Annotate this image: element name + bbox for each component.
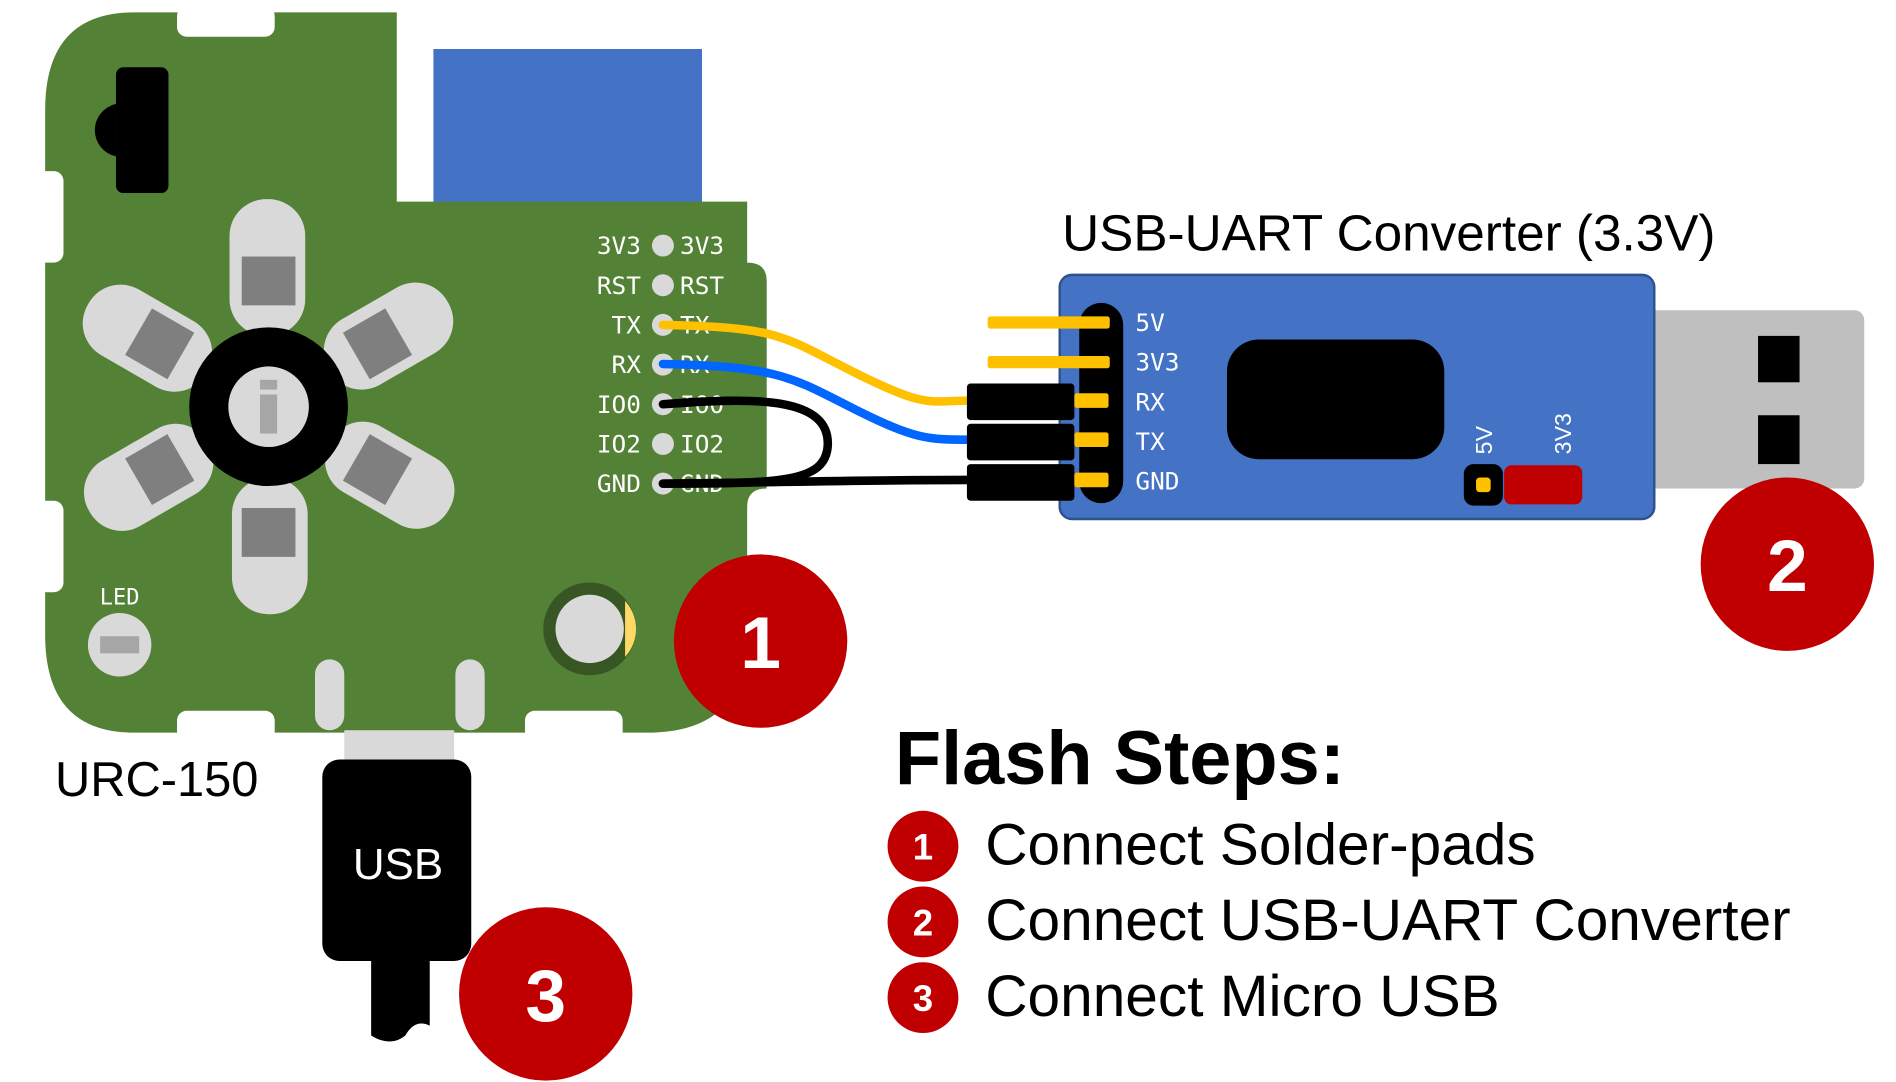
board-pcb xyxy=(45,12,767,733)
wire-tx xyxy=(658,320,975,406)
dupont-connectors xyxy=(966,383,1075,501)
step-markers: 1 2 3 xyxy=(459,477,1875,1081)
jumper-cap xyxy=(1504,465,1583,505)
marker-2-number: 2 xyxy=(1767,525,1808,607)
step-item: 2 Connect USB-UART Converter xyxy=(887,886,1791,958)
converter-pin-label: TX xyxy=(1135,427,1165,456)
jumper-label-3v3: 3V3 xyxy=(1550,413,1576,454)
pad-label-left: RST xyxy=(597,271,641,300)
step-text: Connect Micro USB xyxy=(985,964,1499,1029)
pin-stub xyxy=(987,316,1110,329)
jumper-label-5v: 5V xyxy=(1471,425,1497,454)
step-number-badge xyxy=(887,810,959,882)
pad-label-left: IO0 xyxy=(597,390,641,419)
steps-title: Flash Steps: xyxy=(895,716,1345,801)
pin-stub xyxy=(987,356,1110,369)
converter-pin-label: GND xyxy=(1135,467,1179,496)
board-slot xyxy=(314,659,345,731)
board-slot xyxy=(455,659,485,731)
usb-cable-label: USB xyxy=(353,840,443,889)
converter-pin-label: 3V3 xyxy=(1135,348,1179,377)
wires xyxy=(658,320,975,488)
converter-pin-label: 5V xyxy=(1135,308,1165,337)
step-number-badge xyxy=(887,962,959,1034)
pad-label-right: IO2 xyxy=(680,429,724,458)
step-text: Connect USB-UART Converter xyxy=(985,888,1790,953)
solder-pad[interactable] xyxy=(651,234,674,257)
micro-usb-cable: USB xyxy=(322,730,472,1042)
marker-1 xyxy=(673,554,848,728)
step-number: 3 xyxy=(913,978,933,1019)
marker-2 xyxy=(1700,477,1875,651)
step-number: 1 xyxy=(913,827,933,868)
switch-component xyxy=(94,67,169,194)
solder-pad[interactable] xyxy=(651,274,674,297)
step-item: 3 Connect Micro USB xyxy=(887,962,1500,1034)
solder-pad[interactable] xyxy=(651,432,674,455)
converter-chip xyxy=(1226,339,1445,460)
pad-label-left: RX xyxy=(612,350,642,379)
pad-label-right: RST xyxy=(680,271,724,300)
board-notches xyxy=(36,6,623,742)
step-number-badge xyxy=(887,886,959,958)
step-item: 1 Connect Solder-pads xyxy=(887,810,1536,882)
pad-label-left: IO2 xyxy=(597,429,641,458)
board-name: URC-150 xyxy=(55,753,259,807)
marker-3 xyxy=(459,907,633,1081)
marker-3-number: 3 xyxy=(525,955,566,1037)
pad-label-left: TX xyxy=(612,310,642,339)
led-label: LED xyxy=(100,585,140,610)
pad-label-left: 3V3 xyxy=(597,231,641,260)
converter-title: USB-UART Converter (3.3V) xyxy=(1062,204,1715,261)
marker-1-number: 1 xyxy=(740,602,781,684)
wire-rx xyxy=(658,359,975,444)
wire-gnd xyxy=(658,475,975,488)
pad-label-right: 3V3 xyxy=(680,231,724,260)
converter-pin-label: RX xyxy=(1135,387,1165,416)
pad-label-left: GND xyxy=(597,469,641,498)
step-text: Connect Solder-pads xyxy=(985,813,1535,878)
led-ring xyxy=(82,199,455,615)
board-blue-module xyxy=(433,48,702,208)
step-number: 2 xyxy=(913,902,933,943)
